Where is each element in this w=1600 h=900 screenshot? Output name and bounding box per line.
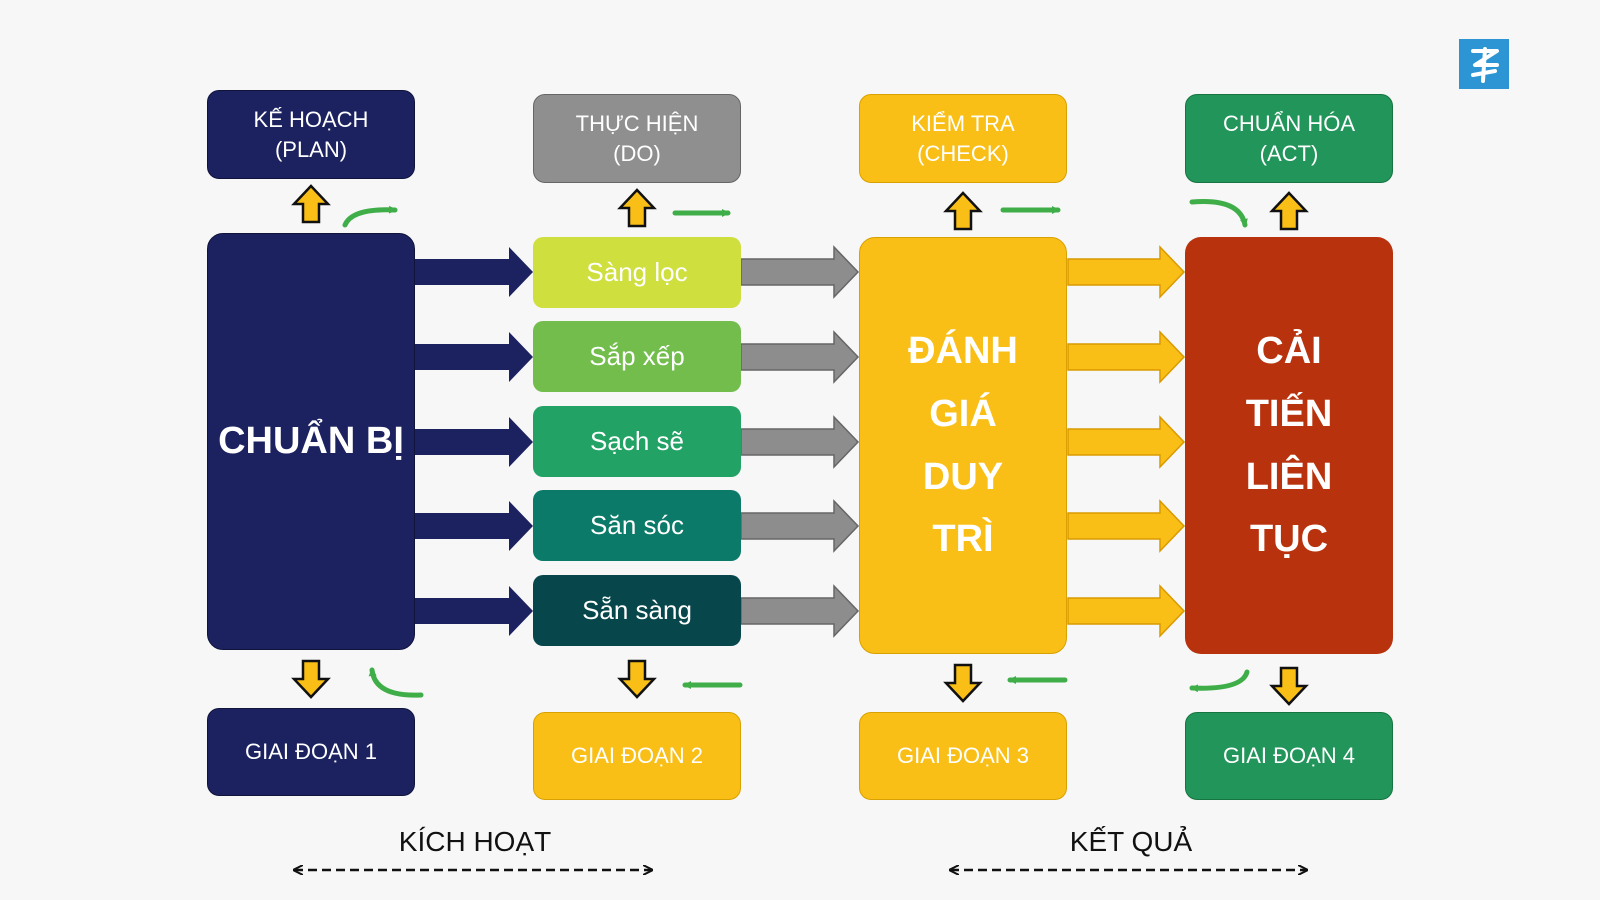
green-arrow-icon: [342, 205, 398, 228]
flow-arrow: [415, 417, 533, 467]
improve-box: CẢI TIẾN LIÊN TỤC: [1185, 237, 1393, 654]
plan-header-line1: KẾ HOẠCH: [253, 106, 369, 132]
stage-4-box: GIAI ĐOẠN 4: [1185, 712, 1393, 800]
green-arrow-icon: [1189, 669, 1250, 693]
up-arrow-icon: [291, 184, 331, 224]
flow-arrow: [415, 586, 533, 636]
improve-line: TỤC: [1249, 518, 1329, 561]
down-arrow-icon: [943, 663, 983, 703]
stage-2-box: GIAI ĐOẠN 2: [533, 712, 741, 800]
flow-arrows: [415, 245, 1186, 638]
stage-1-box: GIAI ĐOẠN 1: [207, 708, 415, 796]
green-cycle-arrows: [342, 198, 1250, 698]
up-arrow-icon: [943, 191, 983, 231]
down-arrow-icon: [617, 659, 657, 699]
stage-3-label: GIAI ĐOẠN 3: [896, 743, 1030, 769]
evaluate-box: ĐÁNH GIÁ DUY TRÌ: [859, 237, 1067, 654]
do-header: THỰC HIỆN (DO): [533, 94, 741, 183]
flow-arrow: [1067, 499, 1186, 553]
flow-arrow: [740, 584, 860, 638]
stage-1-label: GIAI ĐOẠN 1: [244, 739, 378, 765]
evaluate-line: TRÌ: [932, 518, 994, 561]
prepare-box: CHUẨN BỊ: [207, 233, 415, 650]
flow-arrow: [1067, 415, 1186, 469]
evaluate-line: DUY: [922, 455, 1004, 498]
flow-arrow: [740, 499, 860, 553]
step-box: Sàng lọc: [533, 237, 741, 308]
step-label: Săn sóc: [590, 509, 684, 540]
step-label: Sàng lọc: [586, 256, 688, 287]
act-header-line2: (ACT): [1259, 140, 1319, 166]
evaluate-line: GIÁ: [929, 392, 997, 435]
plan-header: KẾ HOẠCH (PLAN): [207, 90, 415, 179]
flow-arrow: [740, 245, 860, 299]
flow-arrow: [1067, 330, 1186, 384]
step-box: Sắp xếp: [533, 321, 741, 392]
step-label: Sẵn sàng: [582, 594, 692, 625]
stage-4-label: GIAI ĐOẠN 4: [1222, 743, 1356, 769]
flow-arrow: [1067, 245, 1186, 299]
stage-3-box: GIAI ĐOẠN 3: [859, 712, 1067, 800]
improve-line: CẢI: [1256, 330, 1322, 373]
step-label: Sạch sẽ: [590, 425, 684, 456]
step-box: Sẵn sàng: [533, 575, 741, 646]
flow-arrow: [415, 332, 533, 382]
brand-logo-icon: [1459, 39, 1509, 89]
check-header-line2: (CHECK): [917, 140, 1009, 166]
improve-line: LIÊN: [1245, 455, 1333, 498]
do-header-line1: THỰC HIỆN: [575, 110, 699, 136]
plan-header-line2: (PLAN): [274, 136, 348, 162]
check-header-line1: KIỂM TRA: [911, 110, 1015, 136]
up-arrow-icon: [617, 188, 657, 228]
flow-arrow: [1067, 584, 1186, 638]
stage-2-label: GIAI ĐOẠN 2: [570, 743, 704, 769]
flow-arrow: [415, 247, 533, 297]
prepare-text: CHUẨN BỊ: [218, 420, 404, 463]
act-header: CHUẨN HÓA (ACT): [1185, 94, 1393, 183]
activate-caption: KÍCH HOẠT: [398, 826, 552, 857]
do-header-line2: (DO): [613, 140, 661, 166]
step-box: Săn sóc: [533, 490, 741, 561]
up-arrow-icon: [1269, 191, 1309, 231]
down-arrow-icon: [291, 659, 331, 699]
green-arrow-icon: [1189, 198, 1248, 228]
result-caption: KẾT QUẢ: [1069, 826, 1193, 857]
flow-arrow: [415, 501, 533, 551]
improve-line: TIẾN: [1245, 392, 1333, 435]
act-header-line1: CHUẨN HÓA: [1222, 110, 1355, 136]
step-label: Sắp xếp: [589, 340, 685, 371]
check-header: KIỂM TRA (CHECK): [859, 94, 1067, 183]
down-arrow-icon: [1269, 666, 1309, 706]
flow-arrow: [740, 330, 860, 384]
step-box: Sạch sẽ: [533, 406, 741, 477]
yellow-up-down-arrows: [291, 184, 1309, 706]
evaluate-line: ĐÁNH: [908, 330, 1018, 373]
green-arrow-icon: [368, 667, 424, 698]
flow-arrow: [740, 415, 860, 469]
